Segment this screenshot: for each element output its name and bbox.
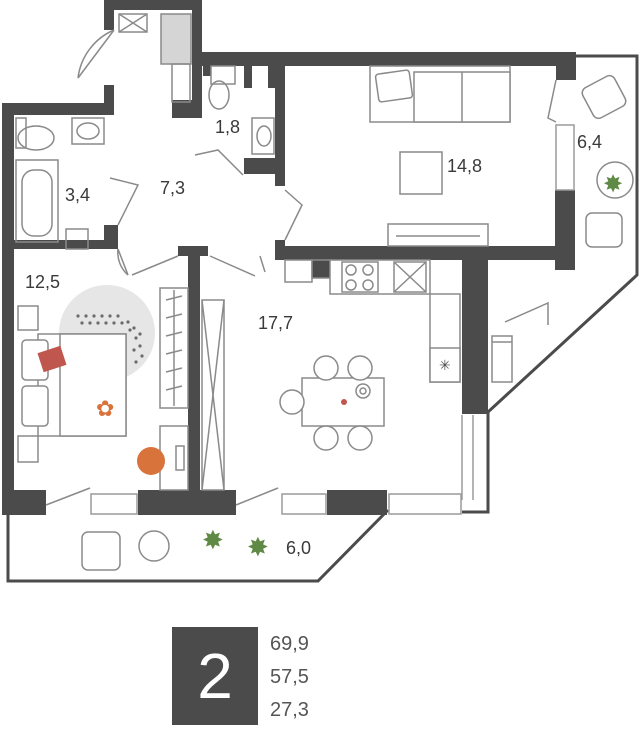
rooms-count-badge: 2 bbox=[172, 627, 258, 725]
room-area-hall: 7,3 bbox=[160, 178, 185, 198]
living-furniture bbox=[369, 65, 511, 247]
thin-lines bbox=[90, 124, 575, 515]
room-area-bathroom: 3,4 bbox=[65, 185, 90, 205]
room-labels: 1,8 3,4 7,3 12,5 14,8 17,7 6,4 6,0 bbox=[25, 117, 602, 558]
room-area-wc: 1,8 bbox=[215, 117, 240, 137]
room-area-living: 14,8 bbox=[447, 156, 482, 176]
table-item bbox=[341, 399, 347, 405]
room-area-balcony-bottom: 6,0 bbox=[286, 538, 311, 558]
doors bbox=[45, 29, 557, 506]
hall-cabinet bbox=[118, 13, 192, 103]
bathroom-fixtures bbox=[15, 117, 105, 250]
svg-text:✸: ✸ bbox=[603, 170, 623, 198]
balcony-right-furniture: ✸ bbox=[491, 74, 634, 383]
kitchen-wardrobe bbox=[201, 299, 225, 491]
room-area-balcony-right: 6,4 bbox=[577, 132, 602, 152]
balcony-bottom-furniture: ✸ ✸ bbox=[81, 526, 269, 571]
area-summary: 69,9 57,5 27,3 bbox=[270, 628, 350, 727]
svg-text:✿: ✿ bbox=[96, 397, 114, 422]
living-area: 57,5 bbox=[270, 666, 309, 688]
room-area-bedroom: 12,5 bbox=[25, 272, 60, 292]
wc-fixtures bbox=[208, 65, 275, 155]
kitchen-living-area: 27,3 bbox=[270, 699, 309, 721]
svg-text:✸: ✸ bbox=[202, 526, 224, 556]
room-area-kitchen: 17,7 bbox=[258, 313, 293, 333]
sink-icon: ✳ bbox=[439, 358, 451, 374]
balcony-outlines bbox=[6, 54, 639, 583]
bedroom-furniture: ✿ bbox=[17, 285, 189, 491]
total-area: 69,9 bbox=[270, 633, 309, 655]
kitchen-furniture bbox=[279, 259, 461, 451]
svg-text:✸: ✸ bbox=[247, 533, 269, 563]
